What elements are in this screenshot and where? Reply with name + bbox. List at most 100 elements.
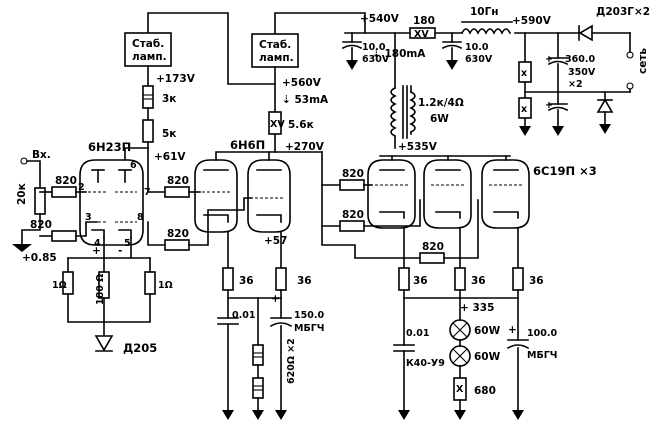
choke-label: 10Гн (470, 6, 499, 18)
v2-bias-label: +57 (264, 235, 287, 247)
c-10a-label: 10.0 (362, 42, 386, 53)
r-180-label: 180 Ω (95, 274, 106, 305)
r-180-ps-label: 180 (413, 15, 435, 27)
ground-icon (519, 126, 531, 136)
r-5k-label: 5к (162, 128, 176, 140)
r-20k-label: 20к (16, 183, 28, 205)
stab-lamp-1 (124, 32, 172, 67)
resistor-36-d (454, 267, 466, 291)
r-36-d-label: 36 (471, 275, 486, 287)
c-100-label: 100.0 (527, 328, 557, 339)
v-560-label: +560V (282, 77, 322, 89)
resistor-1ohm-b (144, 271, 156, 295)
resistor-820-e (339, 179, 365, 191)
stage3: 820 820 820 6С19П ×3 36 3 (321, 151, 597, 420)
c-001b-type: К40-У9 (406, 358, 445, 369)
pin4-label: 4 (94, 238, 101, 249)
plus-sign-e: + (508, 324, 517, 336)
stab2-line1: Стаб. (259, 39, 291, 51)
lamp2-label: 60W (474, 351, 501, 363)
output-transformer: ⇣ 180mA 1.2к/4Ω 6W +535V (372, 32, 511, 157)
c-360-n-label: ×2 (568, 79, 583, 90)
ground-icon (222, 410, 234, 420)
mains-terminal-a (626, 51, 634, 59)
tube-v1 (79, 159, 144, 246)
v2-type-label: 6Н6П (230, 138, 265, 152)
c-100-type: МБГЧ (527, 350, 557, 361)
diodes-label: Д203Г×2 (596, 6, 650, 18)
resistor-820-a (51, 186, 77, 198)
r-680-label: 680 (474, 385, 496, 397)
resistor-820-c (164, 186, 190, 198)
c-10b-label: 10.0 (465, 42, 489, 53)
tube-v3c (481, 159, 530, 229)
input-terminal (20, 157, 28, 165)
x-mark-a: x (521, 68, 527, 79)
diode-d205-label: Д205 (123, 341, 157, 355)
r-820-f-label: 820 (342, 209, 364, 221)
resistor-5k (142, 119, 154, 143)
resistor-820-g (419, 252, 445, 264)
r-36-c-label: 36 (413, 275, 428, 287)
tube-v2a (194, 159, 238, 233)
stage1: Вх. 20к 820 2 820 3 6Н23П (12, 140, 173, 355)
pin5-label: 5 (124, 238, 131, 249)
pin6-label: 6 (130, 160, 137, 171)
r-820-b-label: 820 (30, 219, 52, 231)
minus-sign: - (118, 245, 122, 257)
v1-type-label: 6Н23П (88, 140, 131, 154)
stab-lamp-2 (251, 33, 299, 68)
r-820-a-label: 820 (55, 175, 77, 187)
c-360-v-label: 350V (568, 67, 596, 78)
v-335-label: + 335 (460, 302, 494, 314)
c-10a-v-label: 630V (362, 54, 390, 65)
stage2: 820 820 6Н6П +57 +270V 36 0.01 (147, 138, 325, 420)
diode-d203-b (596, 98, 614, 113)
r-5-6k-label: 5.6к (288, 119, 314, 131)
r-1ohm-b-label: 1Ω (158, 280, 173, 291)
ground-icon (12, 244, 32, 252)
tube-v3a (367, 159, 416, 229)
ground-icon (454, 410, 466, 420)
plus-sign-a: + (92, 245, 101, 257)
top-wiring (147, 12, 631, 85)
ground-icon (252, 410, 264, 420)
v3-type-label: 6С19П ×3 (533, 164, 597, 178)
i-180-label: ⇣ 180mA (372, 48, 426, 60)
r-820-d-label: 820 (167, 228, 189, 240)
resistor-36-b (275, 267, 287, 291)
transformer-secondary (409, 90, 416, 134)
c-150-type: МБГЧ (294, 323, 324, 334)
plus-sign-b: + (271, 293, 280, 305)
i-53-label: ⇣ 53mA (282, 94, 329, 106)
ground-icon (346, 60, 358, 70)
stab1-line1: Стаб. (132, 38, 164, 50)
diode-d203-a (578, 24, 593, 42)
ground-icon (275, 410, 287, 420)
r-820-e-label: 820 (342, 168, 364, 180)
power-supply: +540V 10.0 630V XV 180 10Гн 10.0 630V +5… (341, 6, 650, 136)
choke-10h (460, 28, 512, 35)
xv-mark: XV (270, 119, 285, 130)
resistor-820-f (339, 220, 365, 232)
mains-terminal-b (626, 82, 634, 90)
resistor-36-c (398, 267, 410, 291)
c-001b-label: 0.01 (406, 328, 429, 339)
r-1ohm-a-label: 1Ω (52, 280, 67, 291)
plus-sign-c: + (545, 54, 553, 65)
ground-icon (398, 410, 410, 420)
pin2-label: 2 (78, 182, 85, 193)
c-10b-v-label: 630V (465, 54, 493, 65)
diode-d205 (94, 335, 114, 352)
stab1-chain: Стаб. ламп. +173V 3к 5к +61V (124, 32, 196, 163)
resistor-820-b (51, 230, 77, 242)
pin3-label: 3 (85, 212, 92, 223)
v-173-label: +173V (156, 73, 196, 85)
v-590-label: +590V (512, 15, 552, 27)
resistor-3k (142, 85, 154, 109)
v-535-label: +535V (398, 141, 438, 153)
r-820-g-label: 820 (422, 241, 444, 253)
tube-v3b (423, 159, 472, 229)
ground-icon (446, 60, 458, 70)
